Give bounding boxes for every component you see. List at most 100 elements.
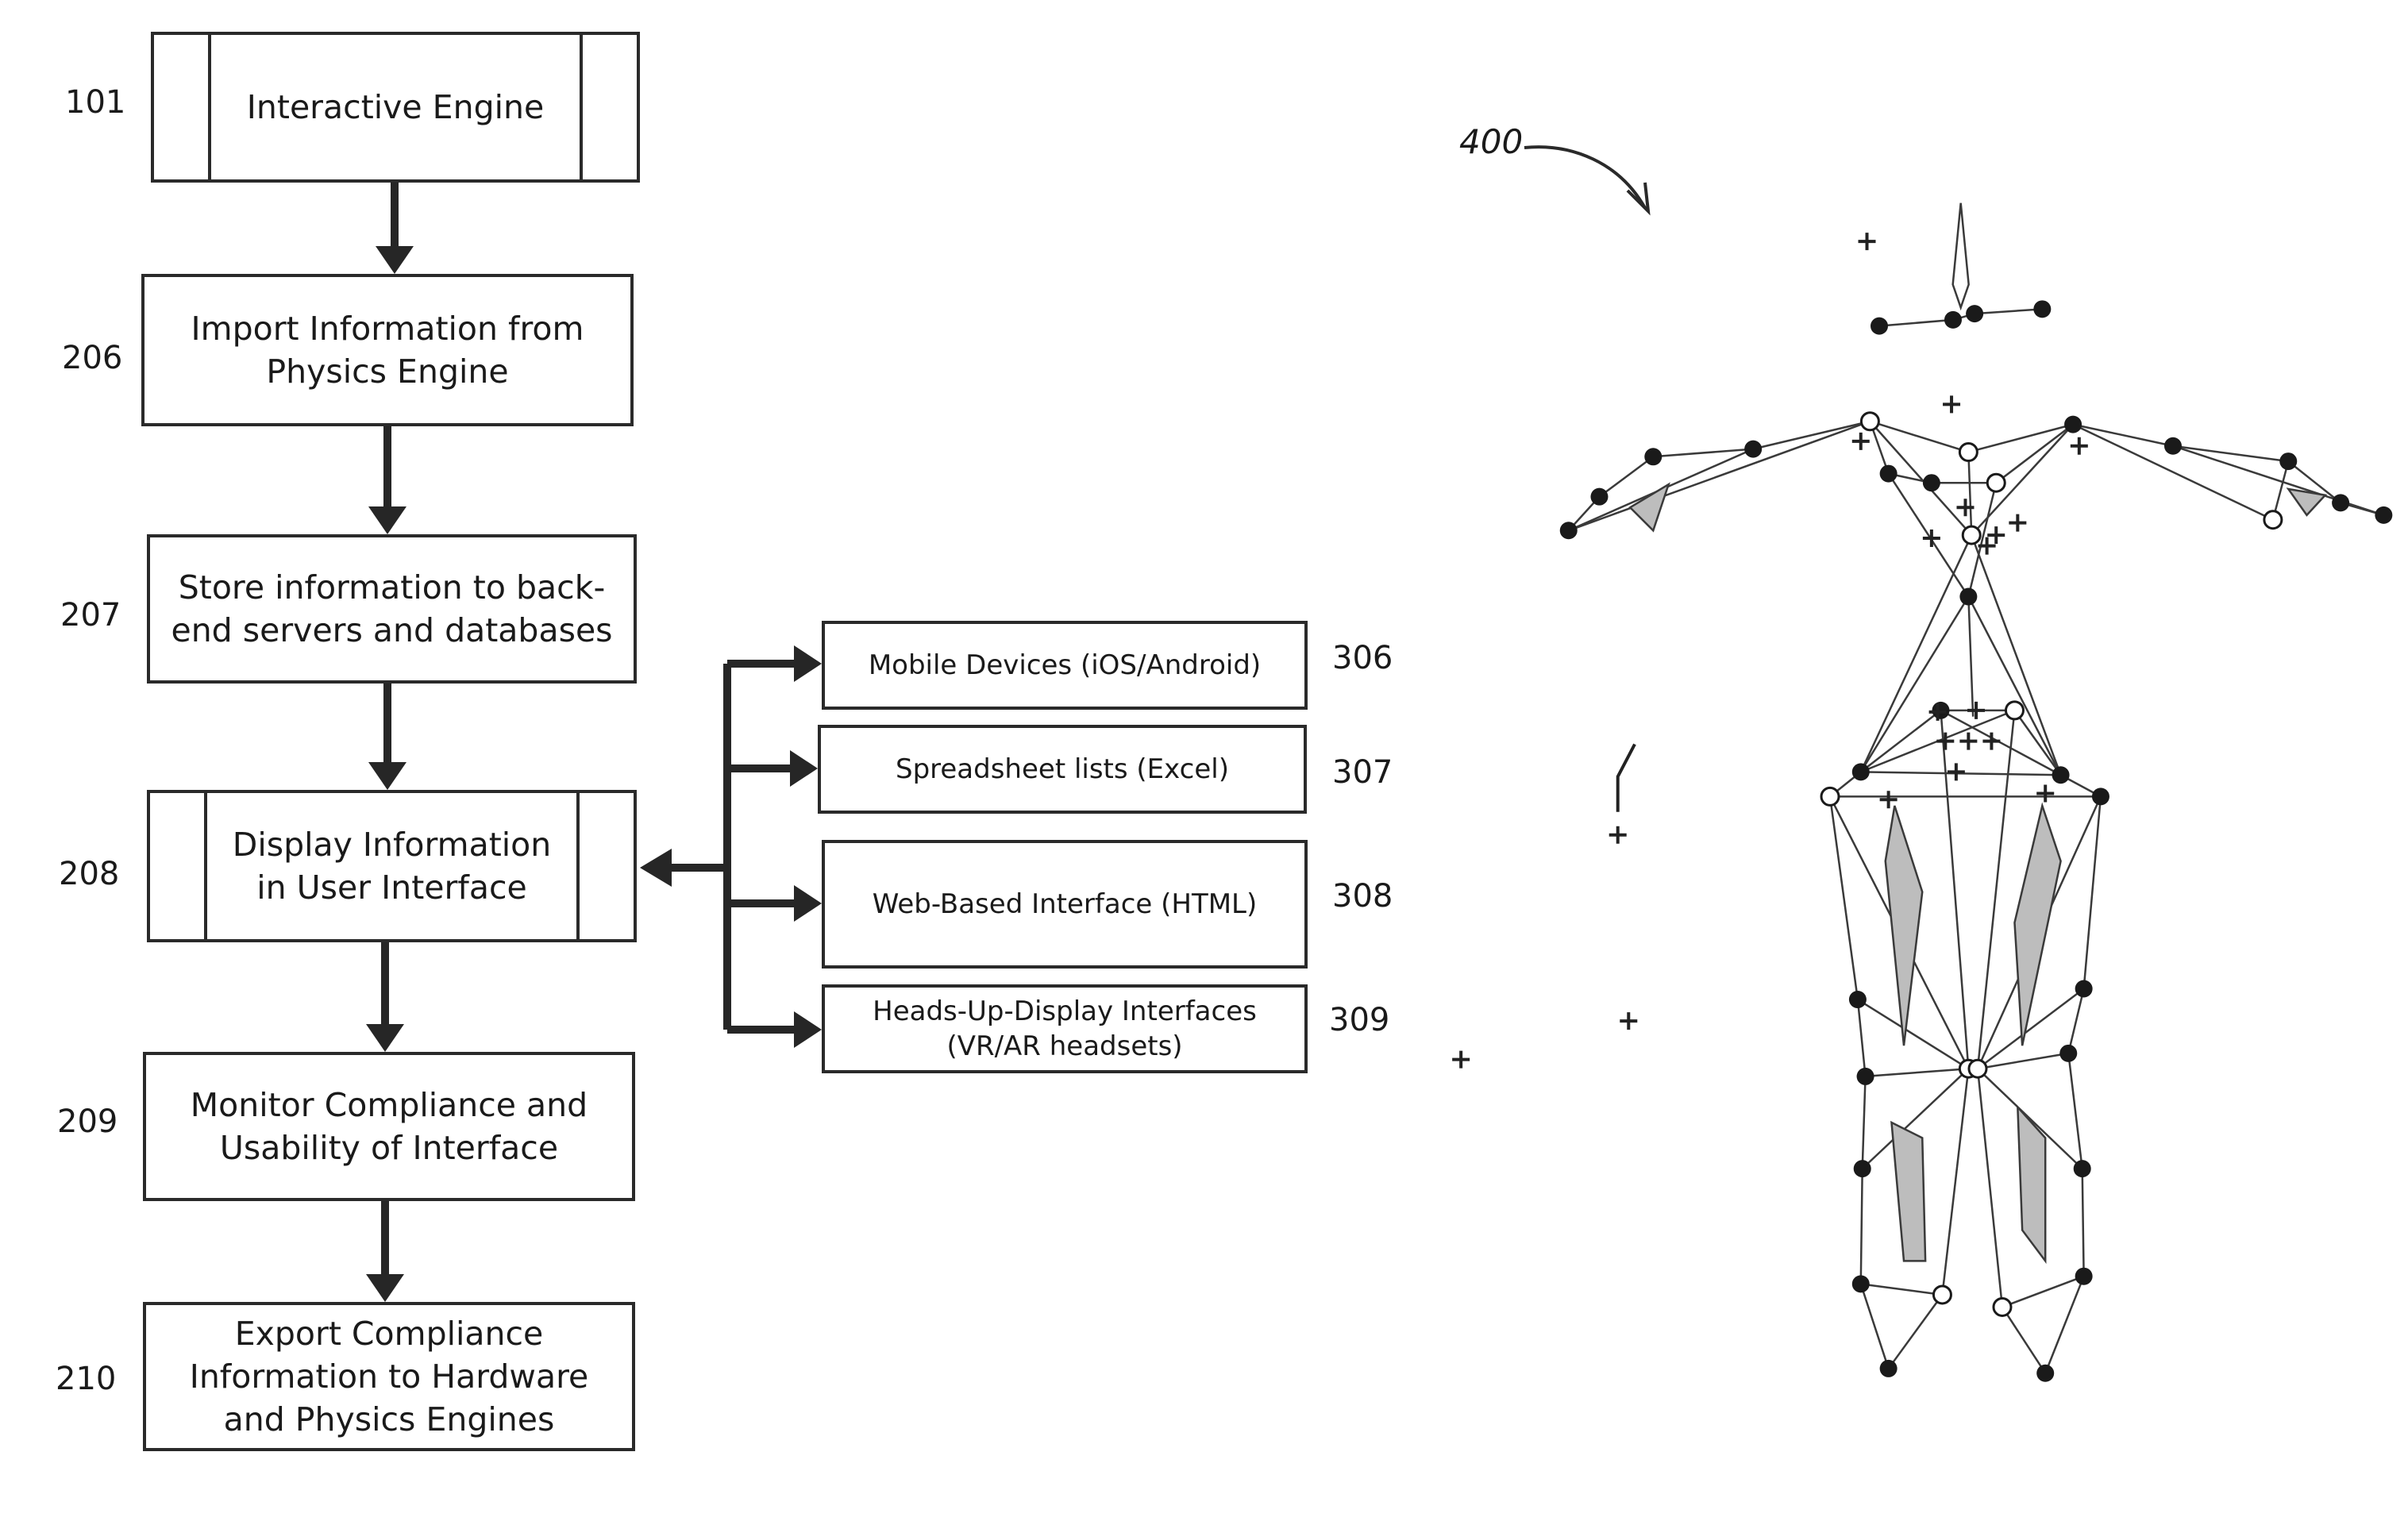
bone-segment xyxy=(1940,710,1970,1069)
joint-marker-filled xyxy=(1851,763,1870,781)
joint-marker-filled xyxy=(1644,448,1662,466)
position-marker xyxy=(1947,763,1965,781)
joint-marker-hollow xyxy=(2004,700,2025,721)
bone-segment xyxy=(1859,595,1970,773)
joint-marker-filled xyxy=(1879,1359,1898,1377)
joint-marker-filled xyxy=(1879,464,1898,483)
position-marker xyxy=(1987,526,2005,545)
joint-marker-hollow xyxy=(1932,1284,1952,1305)
position-marker xyxy=(1928,703,1947,721)
position-marker xyxy=(1620,1012,1638,1030)
limb-volume xyxy=(2013,802,2062,1046)
monitor-compliance-label: Monitor Compliance and Usability of Inte… xyxy=(190,1085,588,1167)
ref-308: 308 xyxy=(1332,878,1393,915)
interactive-engine-box: Interactive Engine xyxy=(151,32,640,183)
bone-segment xyxy=(1859,1284,1890,1369)
display-information-label: Display Information in User Interface xyxy=(232,825,552,907)
bone-segment xyxy=(1878,318,1954,327)
position-marker xyxy=(1943,395,1961,414)
reference-tick xyxy=(1616,743,1636,812)
joint-marker-filled xyxy=(1871,317,1889,335)
ref-309: 309 xyxy=(1329,1002,1390,1038)
joint-marker-filled xyxy=(2091,788,2109,806)
web-interface-label: Web-Based Interface (HTML) xyxy=(872,888,1258,920)
mobile-devices-label: Mobile Devices (iOS/Android) xyxy=(868,649,1262,681)
ref-306: 306 xyxy=(1332,640,1393,676)
bone-segment xyxy=(1856,999,1867,1077)
arrowhead-306 xyxy=(794,645,822,682)
bone-segment xyxy=(1568,420,1871,532)
bone-segment xyxy=(2081,1169,2085,1277)
ref-307: 307 xyxy=(1332,754,1393,791)
bone-segment xyxy=(2072,423,2174,447)
bone-segment xyxy=(1967,482,1998,597)
bone-segment xyxy=(1870,420,1969,453)
position-marker xyxy=(1982,732,2001,750)
joint-marker-filled xyxy=(1744,440,1763,458)
bone-segment xyxy=(2067,988,2085,1054)
position-marker xyxy=(1452,1050,1470,1069)
ref-209: 209 xyxy=(57,1103,118,1140)
bone-segment xyxy=(1653,448,1754,458)
bone-segment xyxy=(1887,1294,1944,1369)
export-compliance-box: Export Compliance Information to Hardwar… xyxy=(143,1302,635,1451)
joint-marker-filled xyxy=(2033,300,2052,318)
bone-segment xyxy=(1598,456,1655,498)
spreadsheet-lists-box: Spreadsheet lists (Excel) xyxy=(818,725,1307,814)
joint-marker-hollow xyxy=(2263,510,2283,530)
bone-segment xyxy=(1975,308,2043,315)
spreadsheet-lists-label: Spreadsheet lists (Excel) xyxy=(895,753,1230,785)
joint-marker-filled xyxy=(2052,766,2070,784)
head-spike xyxy=(1951,202,1970,311)
bone-segment xyxy=(1968,423,2074,453)
ref-101: 101 xyxy=(65,84,126,121)
joint-marker-filled xyxy=(1848,991,1867,1009)
position-marker xyxy=(1967,701,1986,719)
bone-segment xyxy=(1865,1067,1969,1078)
bone-segment xyxy=(1967,595,2062,776)
limb-volume xyxy=(1884,805,1924,1046)
bone-segment xyxy=(1887,472,1970,598)
limb-volume xyxy=(2016,1104,2047,1265)
bone-segment xyxy=(1976,710,2016,1069)
heads-up-display-box: Heads-Up-Display Interfaces (VR/AR heads… xyxy=(822,984,1308,1073)
bone-segment xyxy=(1859,534,1973,772)
joint-marker-filled xyxy=(2163,437,2182,455)
position-marker xyxy=(2009,514,2027,532)
bone-segment xyxy=(2001,1306,2047,1374)
position-marker xyxy=(1858,233,1876,251)
bone-segment xyxy=(1971,534,2062,776)
joint-marker-filled xyxy=(2279,452,2298,471)
joint-marker-hollow xyxy=(1820,786,1840,807)
arrowhead-206 xyxy=(376,246,414,274)
joint-marker-filled xyxy=(1853,1160,1871,1178)
bone-segment xyxy=(2082,796,2102,989)
figure-leader-arrow xyxy=(1524,145,1647,209)
export-compliance-label: Export Compliance Information to Hardwar… xyxy=(189,1314,589,1439)
joint-marker-hollow xyxy=(1859,411,1880,432)
joint-marker-hollow xyxy=(1992,1296,2013,1317)
joint-marker-filled xyxy=(1856,1067,1874,1085)
bone-segment xyxy=(2072,423,2274,521)
joint-marker-filled xyxy=(2073,1160,2091,1178)
joint-marker-filled xyxy=(2059,1044,2078,1062)
bone-segment xyxy=(1995,423,2074,484)
arrowhead-307 xyxy=(790,750,818,787)
bone-segment xyxy=(1752,420,1871,450)
joint-marker-filled xyxy=(1851,1275,1870,1293)
display-information-box: Display Information in User Interface xyxy=(147,790,637,942)
bone-segment xyxy=(2067,1053,2083,1169)
joint-marker-filled xyxy=(2064,415,2082,433)
position-marker xyxy=(1978,537,1996,555)
joint-marker-filled xyxy=(2036,1364,2055,1382)
joint-marker-filled xyxy=(1590,487,1609,506)
monitor-compliance-box: Monitor Compliance and Usability of Inte… xyxy=(143,1052,635,1201)
joint-marker-filled xyxy=(2332,494,2350,512)
position-marker xyxy=(1956,499,1975,517)
bone-segment xyxy=(1967,596,1975,717)
bone-segment xyxy=(1976,1069,2004,1307)
bone-segment xyxy=(1967,452,1973,536)
